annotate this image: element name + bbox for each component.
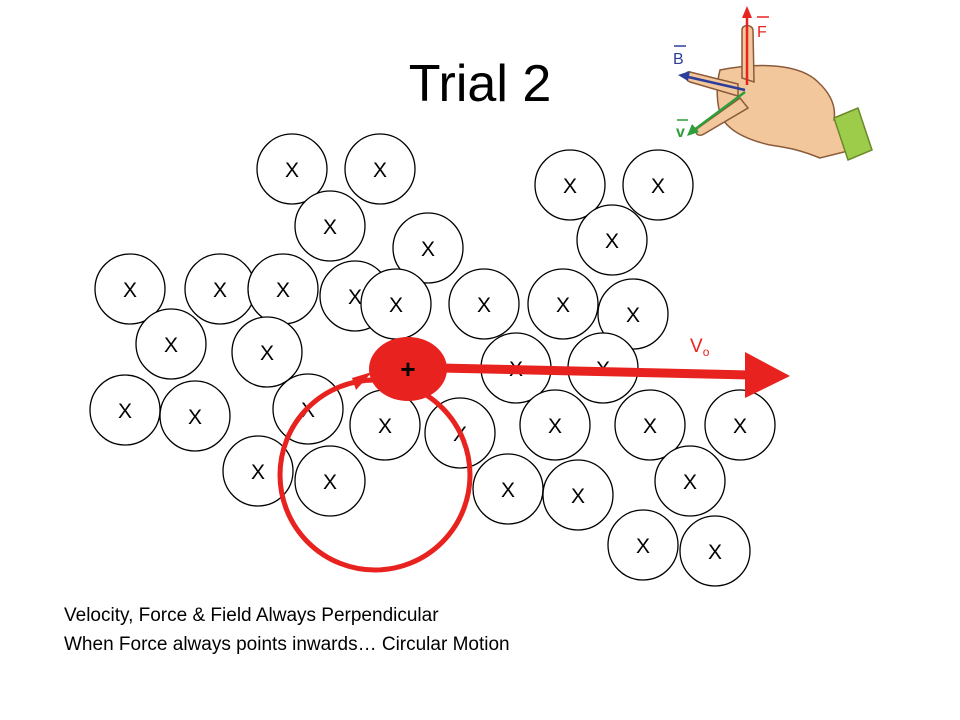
field-into-page-symbol: X	[477, 294, 491, 317]
field-symbols: XXXXXXXXXXXXXXXXXXXXXXXXXXXXXXXXXX	[89, 133, 776, 587]
field-circle	[622, 149, 694, 221]
positive-charge	[369, 337, 447, 401]
field-circle	[294, 445, 366, 517]
field-into-page-symbol: X	[213, 279, 227, 302]
velocity-hand-label: v	[676, 124, 685, 141]
field-into-page-symbol: X	[373, 159, 387, 182]
field-into-page-symbol: X	[188, 406, 202, 429]
field-circle	[534, 149, 606, 221]
field-circle	[527, 268, 599, 340]
field-vector-head	[678, 71, 690, 81]
field-circle	[607, 509, 679, 581]
caption-line-2: When Force always points inwards… Circul…	[64, 634, 510, 655]
field-circle	[679, 515, 751, 587]
field-into-page-symbol: X	[556, 294, 570, 317]
field-into-page-symbol: X	[683, 471, 697, 494]
field-into-page-symbol: X	[323, 216, 337, 239]
field-circle	[519, 389, 591, 461]
field-into-page-symbol: X	[708, 541, 722, 564]
velocity-vector	[693, 90, 746, 132]
field-circle	[294, 190, 366, 262]
field-into-page-symbol: X	[378, 415, 392, 438]
field-vector	[683, 74, 746, 92]
velocity-arrow	[439, 363, 751, 380]
field-circle	[704, 389, 776, 461]
field-into-page-symbol: X	[501, 479, 515, 502]
hand-sleeve	[833, 106, 873, 162]
field-into-page-symbol: X	[643, 415, 657, 438]
right-hand-rule-illustration: F B v	[673, 6, 873, 162]
velocity-arrowhead	[745, 352, 790, 398]
field-circle	[94, 253, 166, 325]
field-into-page-symbol: X	[651, 175, 665, 198]
charge-symbol: +	[400, 354, 415, 384]
field-into-page-symbol: X	[733, 415, 747, 438]
field-circle	[222, 435, 294, 507]
velocity-label-main: V	[690, 336, 703, 357]
field-into-page-symbol: X	[605, 230, 619, 253]
velocity-vector-head	[687, 124, 699, 136]
field-circle	[614, 389, 686, 461]
field-into-page-symbol: X	[636, 535, 650, 558]
caption-line-1: Velocity, Force & Field Always Perpendic…	[64, 605, 439, 626]
field-into-page-symbol: X	[118, 400, 132, 423]
field-into-page-symbol: X	[626, 304, 640, 327]
field-into-page-symbol: X	[251, 461, 265, 484]
field-circle	[135, 308, 207, 380]
field-into-page-symbol: X	[260, 342, 274, 365]
field-into-page-symbol: X	[323, 471, 337, 494]
field-circle	[542, 459, 614, 531]
field-into-page-symbol: X	[276, 279, 290, 302]
field-into-page-symbol: X	[548, 415, 562, 438]
field-into-page-symbol: X	[123, 279, 137, 302]
field-into-page-symbol: X	[421, 238, 435, 261]
velocity-label: Vo	[690, 336, 710, 359]
field-into-page-symbol: X	[563, 175, 577, 198]
velocity-label-sub: o	[703, 345, 710, 359]
path-arrowhead	[352, 372, 372, 390]
field-circle	[231, 316, 303, 388]
force-label: F	[757, 24, 767, 41]
field-circle	[256, 133, 328, 205]
field-circle	[576, 204, 648, 276]
field-into-page-symbol: X	[571, 485, 585, 508]
force-vector-head	[742, 6, 752, 18]
field-into-page-symbol: X	[389, 294, 403, 317]
field-circle	[654, 445, 726, 517]
field-into-page-symbol: X	[164, 334, 178, 357]
slide-title: Trial 2	[408, 55, 552, 113]
field-into-page-symbol: X	[285, 159, 299, 182]
field-circle	[448, 268, 520, 340]
field-into-page-symbol: X	[348, 286, 362, 309]
field-circle	[344, 133, 416, 205]
field-circle	[159, 380, 231, 452]
field-circle	[392, 212, 464, 284]
field-label: B	[673, 51, 684, 68]
